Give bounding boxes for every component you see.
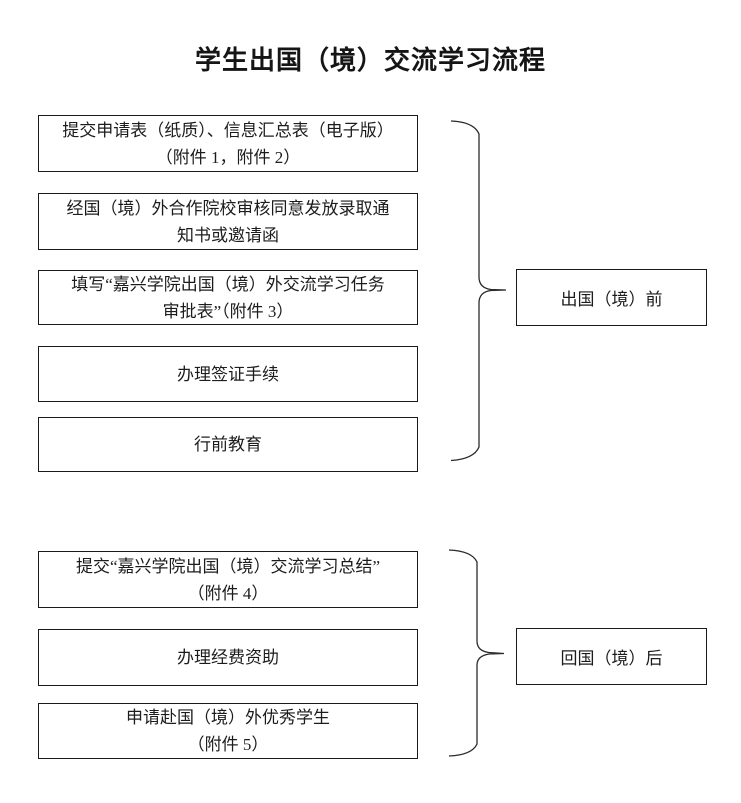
step-box-approval-form: 填写“嘉兴学院出国（境）外交流学习任务 审批表”（附件 3） [38, 270, 418, 325]
step-text-line1: 提交“嘉兴学院出国（境）交流学习总结” [75, 556, 381, 576]
step-text-line2: （附件 5） [187, 735, 269, 754]
step-box-outstanding-student: 申请赴国（境）外优秀学生 （附件 5） [38, 703, 418, 759]
step-text-line2: （附件 4） [187, 583, 269, 603]
step-box-study-summary: 提交“嘉兴学院出国（境）交流学习总结” （附件 4） [38, 551, 418, 608]
brace-before-departure [450, 120, 507, 462]
step-box-visa-procedures: 办理签证手续 [38, 346, 418, 402]
step-text-line2: 审批表”（附件 3） [162, 301, 294, 321]
brace-after-return [448, 549, 505, 757]
step-box-predeparture-education: 行前教育 [38, 417, 418, 472]
step-box-funding-subsidy: 办理经费资助 [38, 629, 418, 686]
stage-label-after-return: 回国（境）后 [516, 628, 707, 685]
step-text-line2: 知书或邀请函 [177, 225, 279, 245]
step-text-line1: 申请赴国（境）外优秀学生 [126, 708, 330, 727]
stage-label-text: 出国（境）前 [560, 290, 663, 309]
step-text-line1: 提交申请表（纸质）、信息汇总表（电子版） [62, 120, 394, 140]
page-title: 学生出国（境）交流学习流程 [194, 46, 546, 75]
step-box-admission-notice: 经国（境）外合作院校审核同意发放录取通 知书或邀请函 [38, 193, 418, 250]
step-text-line1: 办理签证手续 [177, 364, 279, 384]
step-text-line1: 办理经费资助 [177, 648, 279, 667]
step-text-line2: （附件 1，附件 2） [155, 147, 301, 167]
step-box-submit-application: 提交申请表（纸质）、信息汇总表（电子版） （附件 1，附件 2） [38, 115, 418, 172]
stage-label-before-departure: 出国（境）前 [516, 269, 707, 326]
stage-label-text: 回国（境）后 [560, 649, 663, 668]
step-text-line1: 经国（境）外合作院校审核同意发放录取通 [66, 198, 390, 218]
step-text-line1: 行前教育 [194, 435, 262, 454]
step-text-line1: 填写“嘉兴学院出国（境）外交流学习任务 [71, 274, 385, 294]
